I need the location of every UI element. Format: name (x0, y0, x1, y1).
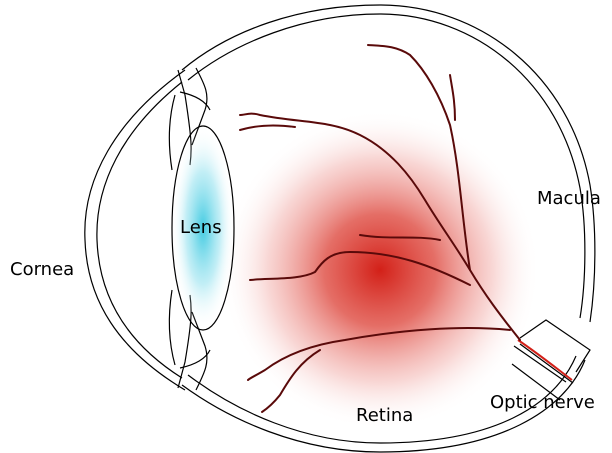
macula-glow (220, 110, 540, 430)
label-cornea: Cornea (10, 259, 74, 280)
label-macula: Macula (537, 188, 601, 209)
label-optic-nerve: Optic nerve (490, 392, 595, 413)
label-lens: Lens (180, 217, 222, 238)
label-retina: Retina (356, 405, 413, 426)
vessel-upper-branch (240, 125, 295, 130)
vessel-top-right-branch (450, 75, 455, 120)
